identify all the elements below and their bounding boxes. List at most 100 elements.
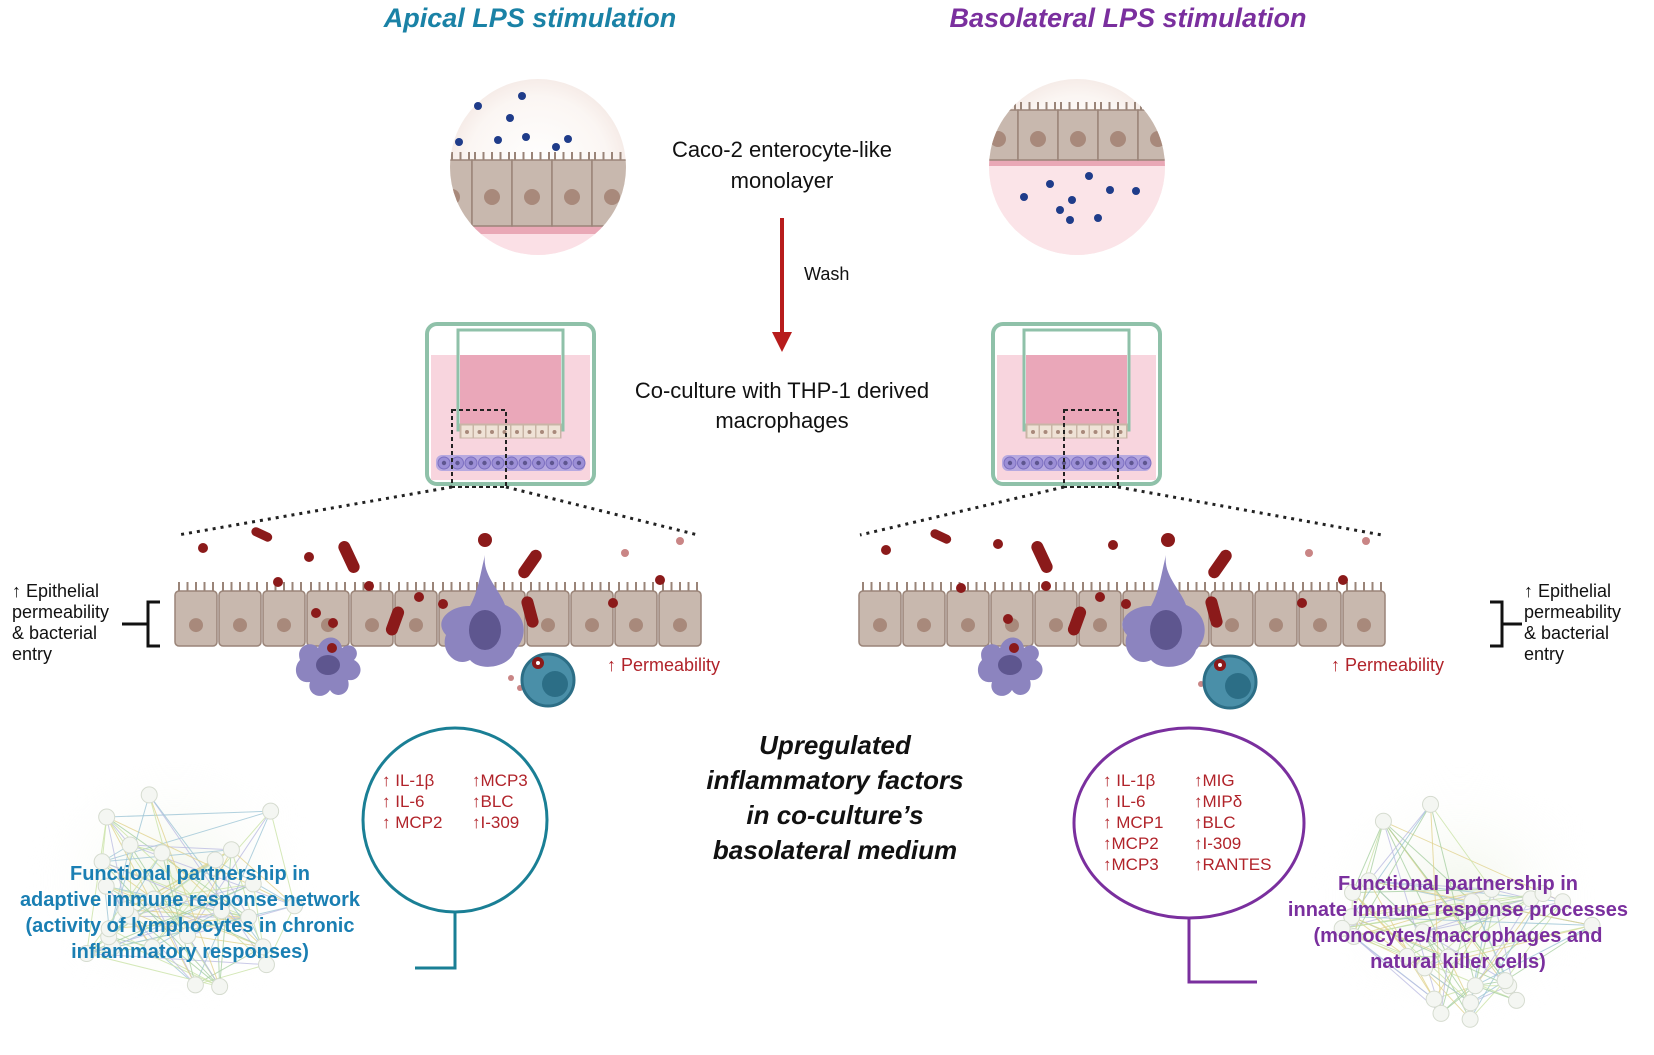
right-network-node xyxy=(1496,972,1514,990)
right-col2-factor: ↑RANTES xyxy=(1194,855,1271,874)
left-network-node xyxy=(179,927,197,945)
left-network-node xyxy=(254,938,272,956)
left-immune-cells xyxy=(295,555,576,708)
right-network-node xyxy=(1416,959,1434,977)
left-bacteria xyxy=(198,527,684,691)
left-network-node xyxy=(262,802,280,820)
left-partner-line1: Functional partnership in xyxy=(70,863,310,885)
right-partner-line2: innate immune response processes xyxy=(1288,899,1628,921)
left-network-node xyxy=(240,908,258,926)
right-network-node xyxy=(1333,919,1351,937)
left-partner-line2: adaptive immune response network xyxy=(20,889,361,911)
wash-arrow xyxy=(772,218,792,352)
left-network-node xyxy=(143,938,161,956)
right-network-node xyxy=(1398,947,1416,965)
zoom-lines-right xyxy=(859,485,1383,537)
right-network-node xyxy=(1422,795,1440,813)
right-col1-factor: ↑ IL-1β xyxy=(1103,771,1156,790)
right-network-node xyxy=(1360,872,1378,890)
left-col1-factor: ↑ IL-6 xyxy=(382,792,425,811)
left-network-node xyxy=(98,808,116,826)
left-network-node xyxy=(244,875,262,893)
right-partner-line1: Functional partnership in xyxy=(1338,873,1578,895)
left-network-node xyxy=(222,841,240,859)
left-network-node xyxy=(78,945,96,963)
right-network-node xyxy=(1463,893,1481,911)
right-col1-factor: ↑MCP3 xyxy=(1103,855,1159,874)
right-bacteria xyxy=(881,529,1370,687)
right-note-line4: entry xyxy=(1524,644,1564,664)
right-interaction-network xyxy=(1310,760,1610,1030)
right-note-line3: & bacterial xyxy=(1524,623,1609,643)
left-epithelial-note: ↑ Epithelial permeability & bacterial en… xyxy=(12,581,160,664)
left-partner-line4: inflammatory responses) xyxy=(71,941,309,963)
right-network-node xyxy=(1534,885,1552,903)
left-col1-factor: ↑ MCP2 xyxy=(382,813,442,832)
left-note-line1: ↑ Epithelial xyxy=(12,581,99,601)
left-network-node xyxy=(153,844,171,862)
right-transwell xyxy=(991,322,1162,488)
left-permeability-label: ↑ Permeability xyxy=(607,655,720,675)
left-network-node xyxy=(186,976,204,994)
right-epithelial-note: ↑ Epithelial permeability & bacterial en… xyxy=(1490,581,1621,664)
right-network-node xyxy=(1425,990,1443,1008)
right-immune-cells xyxy=(977,555,1258,710)
left-transwell xyxy=(425,322,596,488)
right-note-line2: permeability xyxy=(1524,602,1621,622)
left-col2-factor: ↑BLC xyxy=(472,792,514,811)
upregulated-line2: inflammatory factors xyxy=(706,765,963,795)
left-factors-oval: ↑ IL-1β↑ IL-6↑ MCP2↑MCP3↑BLC↑I-309 xyxy=(361,726,549,970)
lps-particles-right xyxy=(1020,172,1140,224)
right-network-node xyxy=(1485,899,1503,917)
left-note-line3: & bacterial xyxy=(12,623,97,643)
right-col2-factor: ↑BLC xyxy=(1194,813,1236,832)
left-note-line4: entry xyxy=(12,644,52,664)
right-network-node xyxy=(1466,977,1484,995)
right-col1-factor: ↑ IL-6 xyxy=(1103,792,1146,811)
left-col1-factor: ↑ IL-1β xyxy=(382,771,435,790)
left-title: Apical LPS stimulation xyxy=(383,3,677,33)
left-network-node xyxy=(286,897,304,915)
left-apical-circle xyxy=(450,79,626,255)
right-basolateral-circle xyxy=(989,79,1165,255)
zoom-lines-left xyxy=(177,485,699,537)
right-col2-factor: ↑MIG xyxy=(1194,771,1235,790)
right-network-node xyxy=(1344,883,1362,901)
right-partner-line4: natural killer cells) xyxy=(1370,951,1546,973)
left-col2-factor: ↑MCP3 xyxy=(472,771,528,790)
right-network-node xyxy=(1583,916,1601,934)
left-network-node xyxy=(257,956,275,974)
left-interaction-network xyxy=(25,745,325,1015)
upregulated-line3: in co-culture’s xyxy=(746,800,923,830)
left-partnership-label: Functional partnership in adaptive immun… xyxy=(20,863,361,963)
left-network-node xyxy=(206,851,224,869)
right-note-line1: ↑ Epithelial xyxy=(1524,581,1611,601)
left-network-node xyxy=(140,786,158,804)
right-network-node xyxy=(1507,991,1525,1009)
right-network-node xyxy=(1343,908,1361,926)
coculture-label-line2: macrophages xyxy=(715,408,848,433)
right-partnership-label: Functional partnership in innate immune … xyxy=(1288,873,1628,973)
left-network-node xyxy=(145,890,163,908)
lps-particles-left xyxy=(455,92,572,151)
right-network-node xyxy=(1461,1010,1479,1028)
monolayer-label-line2: monolayer xyxy=(731,168,834,193)
right-network-node xyxy=(1483,880,1501,898)
right-col2-factor: ↑I-309 xyxy=(1194,834,1241,853)
right-epithelium xyxy=(858,582,1386,647)
right-permeability-label: ↑ Permeability xyxy=(1331,655,1444,675)
left-circle-cell xyxy=(450,159,473,227)
right-network-node xyxy=(1462,994,1480,1012)
left-epithelium xyxy=(174,582,702,647)
left-network-node xyxy=(97,877,115,895)
coculture-label-line1: Co-culture with THP-1 derived xyxy=(635,378,929,403)
left-network-node xyxy=(100,920,118,938)
upregulated-line4: basolateral medium xyxy=(713,835,957,865)
left-network-node xyxy=(211,978,229,996)
right-network-node xyxy=(1414,923,1432,941)
right-network-node xyxy=(1439,948,1457,966)
right-partner-line3: (monocytes/macrophages and xyxy=(1314,925,1603,947)
left-network-node xyxy=(93,853,111,871)
right-factors-oval: ↑ IL-1β↑ IL-6↑ MCP1↑MCP2↑MCP3↑MIG↑MIPδ↑B… xyxy=(1072,726,1306,984)
